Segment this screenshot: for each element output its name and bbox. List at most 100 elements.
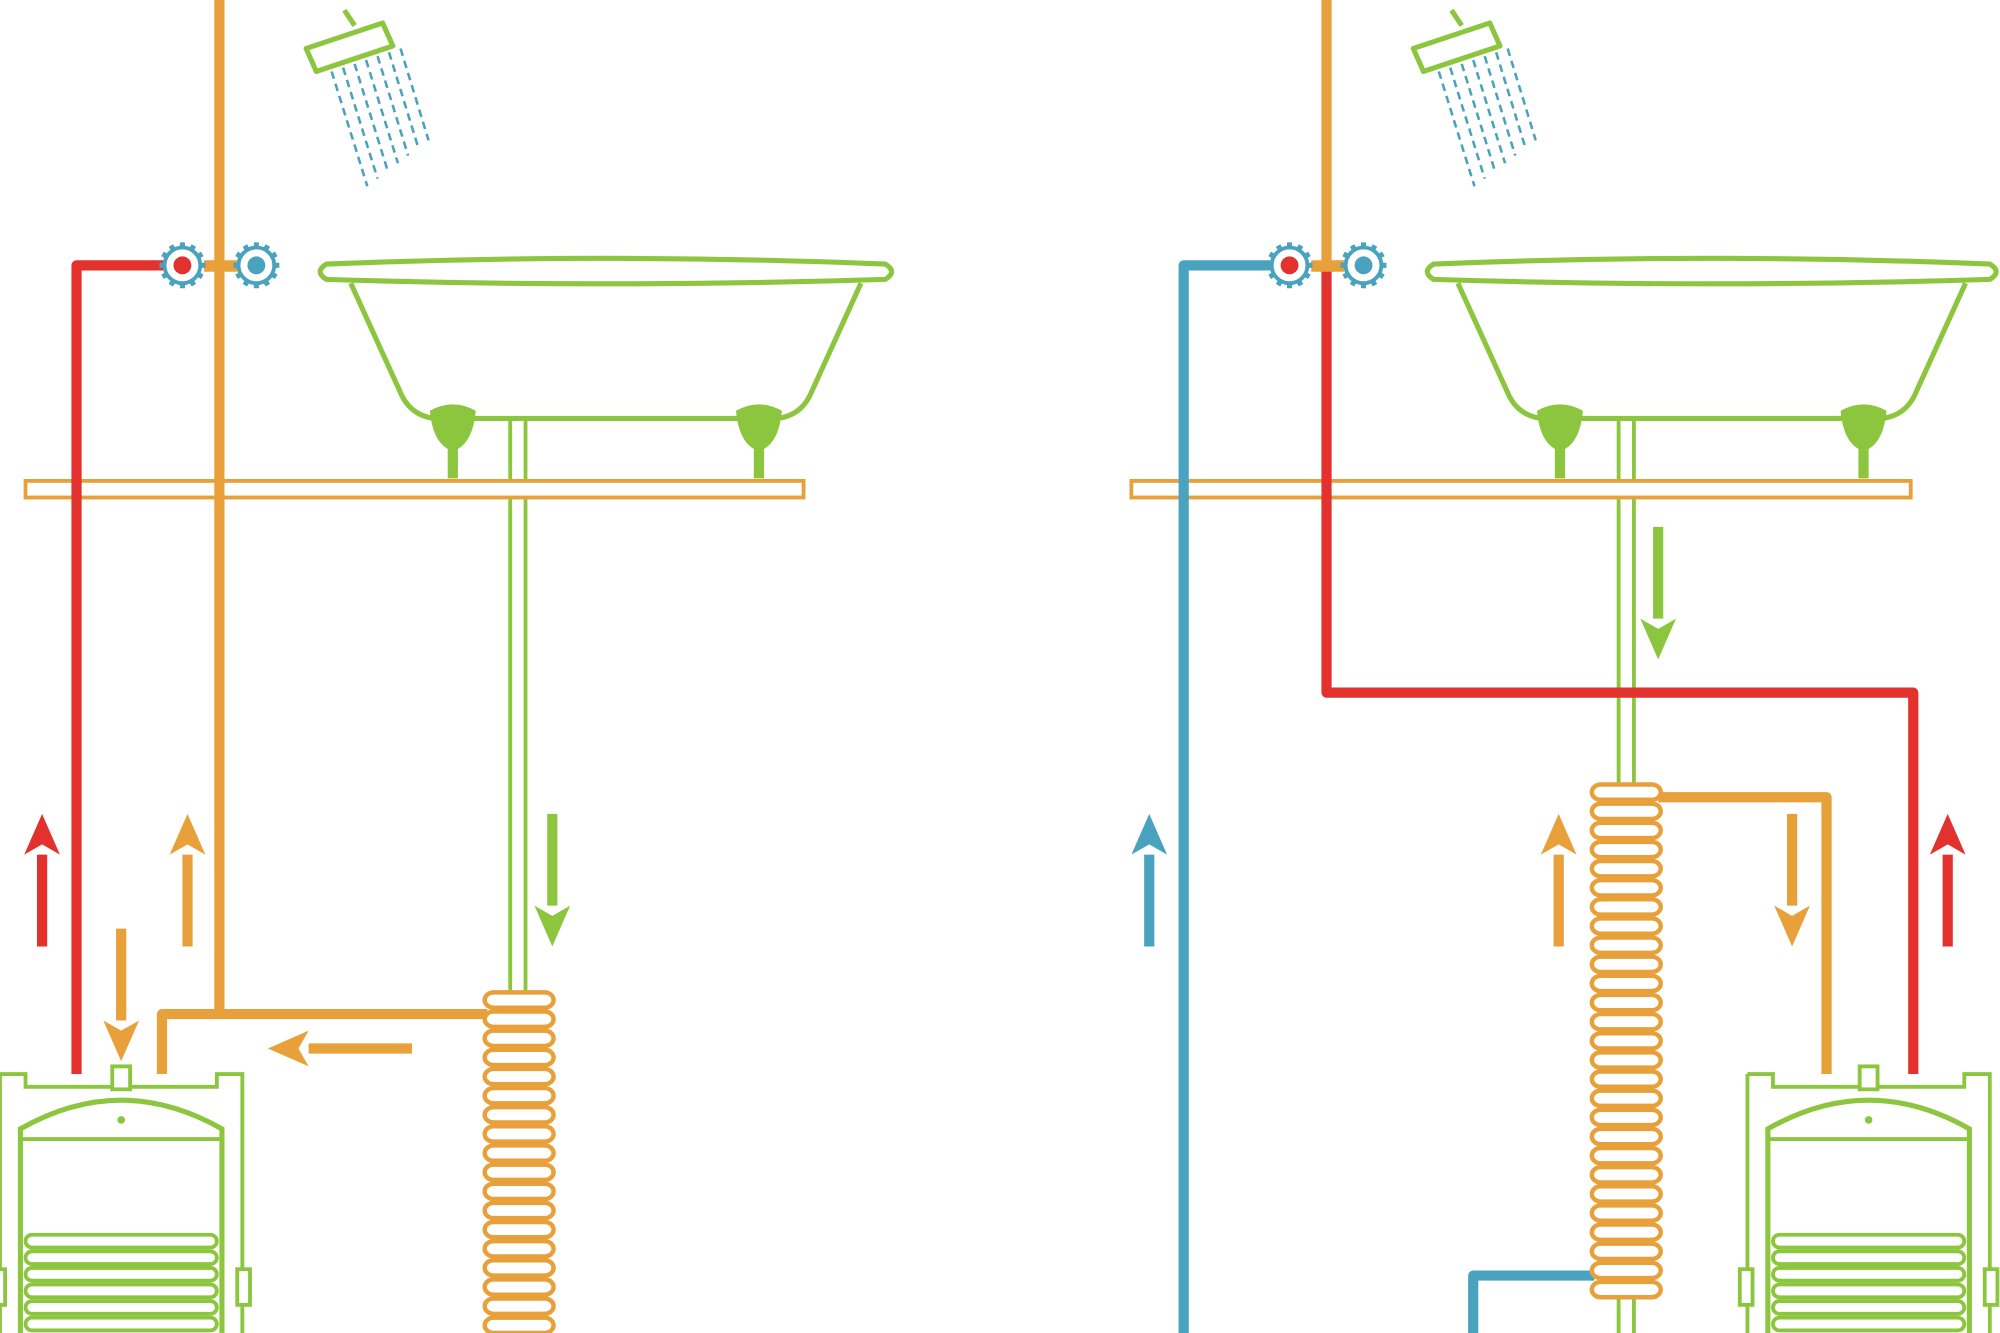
flow-arrow-down-drain <box>1640 526 1677 660</box>
water-spray <box>376 55 410 157</box>
arrow-head <box>1540 813 1577 855</box>
valve-cold-icon <box>1340 242 1387 289</box>
coil-turn <box>482 1028 556 1049</box>
water-spray <box>341 67 379 179</box>
valve-connector <box>204 260 238 272</box>
tub-body <box>348 282 864 422</box>
boiler-side-port <box>235 1267 252 1307</box>
coil-turn <box>1589 1107 1663 1128</box>
coil-turn <box>1589 916 1663 936</box>
coil-turn <box>1589 954 1663 975</box>
coil-turn <box>482 1219 556 1240</box>
coil-turn <box>482 1277 556 1297</box>
valve-hot-icon <box>159 242 206 289</box>
valve-hot-icon <box>1266 242 1313 289</box>
boiler-valve <box>1857 1064 1880 1092</box>
boiler-icon <box>1737 1064 2000 1333</box>
tub-rim <box>1424 255 1999 287</box>
flow-arrow-up-warm <box>1540 813 1577 947</box>
coil-turn <box>482 1143 556 1163</box>
coil-turn <box>1589 839 1663 860</box>
boiler-indicator <box>117 1116 125 1124</box>
cold-supply-pipe <box>1178 260 1271 1333</box>
coil-turn <box>482 1047 556 1068</box>
coil-turn <box>482 1258 556 1278</box>
tub-foot <box>735 404 782 479</box>
shelf <box>1129 478 1913 500</box>
boiler-coil-turn <box>23 1282 219 1300</box>
coil-turn <box>482 1181 556 1202</box>
shower-head <box>303 8 396 75</box>
coil-turn <box>1589 782 1663 803</box>
flow-arrow-up-hot <box>24 813 60 947</box>
coil-turn <box>1589 801 1663 822</box>
water-spray <box>1437 71 1476 187</box>
boiler-coil-turn <box>1771 1282 1967 1300</box>
water-spray <box>1506 48 1537 141</box>
shower-head <box>1410 8 1503 75</box>
left-system <box>0 0 895 1333</box>
valve-cold-icon <box>233 242 280 289</box>
shower-head-icon <box>303 8 430 187</box>
boiler-coil-turn <box>1771 1299 1967 1316</box>
flow-arrow-down-warm <box>1774 813 1810 947</box>
coil-turn <box>1589 1030 1663 1051</box>
coil-turn <box>1589 1126 1663 1147</box>
drain-pipe <box>508 420 528 998</box>
arrow-head <box>267 1030 309 1067</box>
coil-turn <box>1589 820 1663 841</box>
water-spray <box>1460 63 1497 172</box>
bathtub-icon <box>1424 255 1999 479</box>
bathtub-icon <box>317 255 895 479</box>
valve-dot <box>1280 256 1299 275</box>
coil-turn <box>482 1200 556 1221</box>
coil-turn <box>1589 858 1663 879</box>
boiler-side-port <box>1737 1267 1755 1307</box>
flow-arrow-up-hot <box>1929 813 1966 947</box>
water-spray <box>1494 51 1527 149</box>
coil-turn <box>1589 1164 1663 1185</box>
arrow-head <box>24 813 60 855</box>
coil-turn <box>1589 897 1663 917</box>
coil-turn <box>1589 992 1663 1013</box>
hot-supply-pipe <box>1321 265 1919 1075</box>
coil-turn <box>1589 1145 1663 1166</box>
boiler-side-port <box>0 1267 8 1307</box>
arrow-head <box>169 813 206 855</box>
right-system <box>1129 0 2000 1333</box>
coil-turn <box>1589 1279 1663 1300</box>
coil-turn <box>482 1124 556 1144</box>
flow-arrow-left-warm <box>267 1030 412 1067</box>
shower-head-icon <box>1410 8 1537 187</box>
coil-turn <box>1589 1241 1663 1262</box>
boiler-frame <box>0 1072 245 1333</box>
valve-dot <box>1354 256 1373 275</box>
boiler-icon <box>0 1064 252 1333</box>
cold-inlet-pipe <box>1468 1270 1595 1333</box>
tub-foot <box>1536 404 1583 479</box>
return-pipe <box>156 1008 488 1075</box>
arrow-head <box>1640 618 1677 660</box>
coil-turn <box>1589 1088 1663 1109</box>
flow-arrow-down-drain <box>534 813 571 947</box>
boiler-coil-turn <box>1771 1232 1967 1250</box>
coil-turn <box>1589 1203 1663 1223</box>
water-spray <box>330 71 369 187</box>
valve-connector <box>1311 260 1345 272</box>
heat-exchanger-coil-icon <box>1589 782 1663 1300</box>
coil-turn <box>482 1238 556 1259</box>
tub-body <box>1455 282 1968 422</box>
water-spray <box>353 63 389 172</box>
boiler-coil-turn <box>23 1249 219 1266</box>
coil-turn <box>1589 1260 1663 1281</box>
arrow-head <box>534 905 571 947</box>
coil-turn <box>1589 1184 1663 1204</box>
coil-turn <box>482 1066 556 1087</box>
coil-turn <box>482 1296 556 1317</box>
coil-turn <box>1589 1222 1663 1243</box>
return-pipe <box>1658 792 1832 1075</box>
hot-supply-pipe <box>71 260 166 1075</box>
water-spray <box>387 51 420 149</box>
boiler-coil-turn <box>23 1232 219 1250</box>
